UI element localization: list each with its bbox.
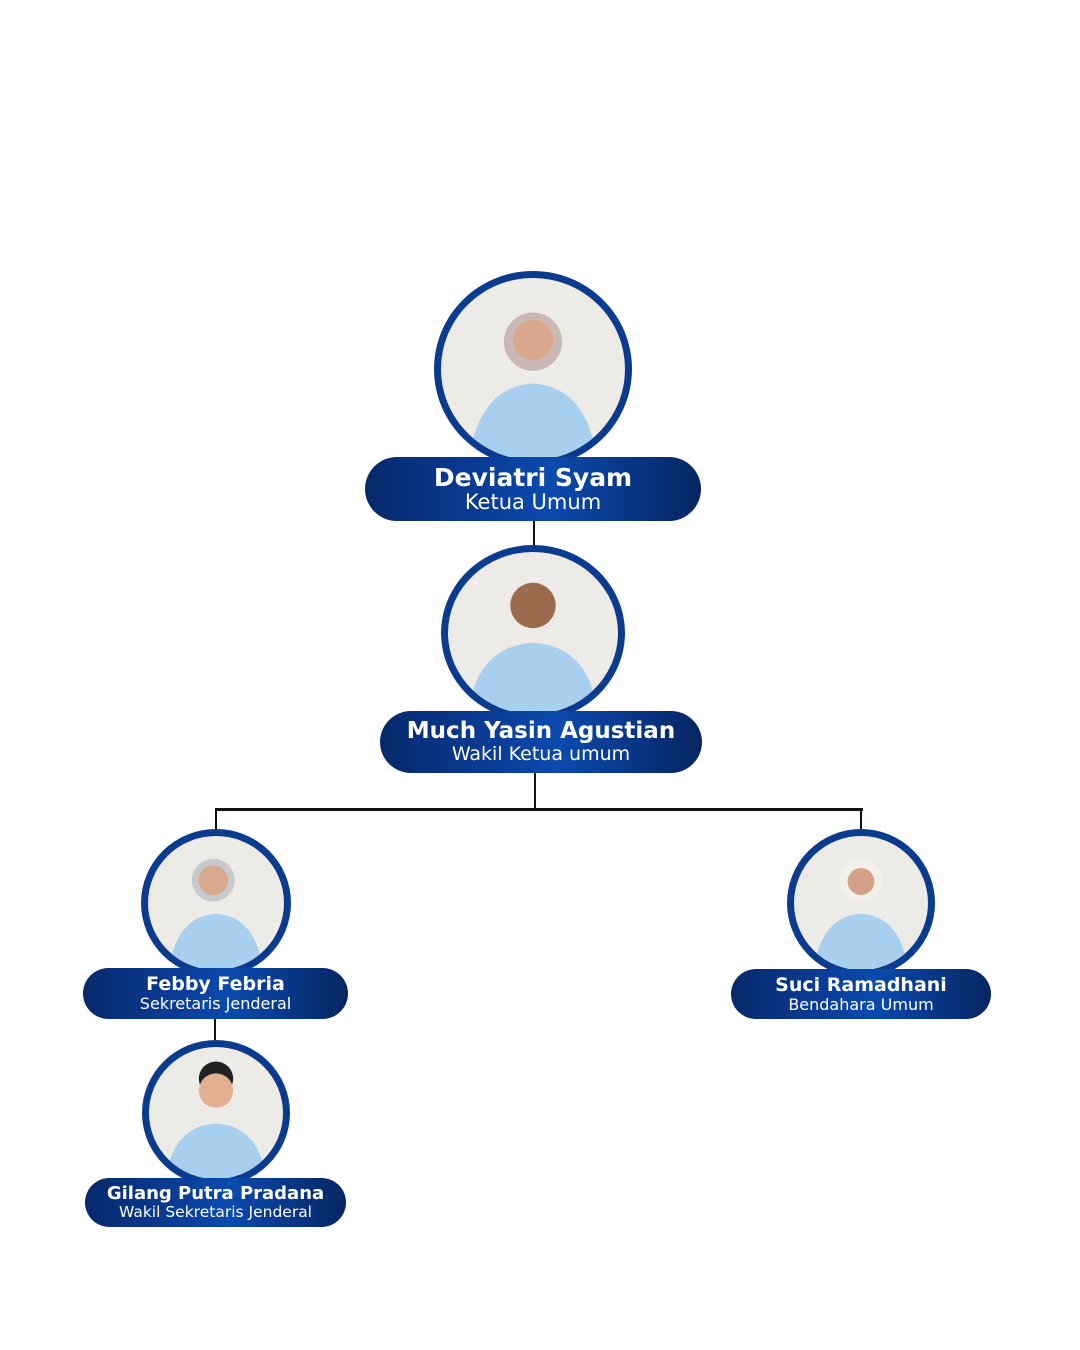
connector-line xyxy=(533,520,535,548)
member-photo-wakil-sekretaris-jenderal xyxy=(142,1040,290,1186)
member-card-sekretaris-jenderal: Febby Febria Sekretaris Jenderal xyxy=(83,968,348,1019)
member-photo-sekretaris-jenderal xyxy=(141,829,291,977)
member-name: Much Yasin Agustian xyxy=(406,717,676,744)
member-role: Ketua Umum xyxy=(464,490,602,515)
member-card-wakil-ketua-umum: Much Yasin Agustian Wakil Ketua umum xyxy=(380,711,702,773)
member-role: Sekretaris Jenderal xyxy=(139,994,292,1014)
connector-line xyxy=(214,1018,216,1044)
member-photo-ketua-umum xyxy=(434,271,632,467)
connector-line xyxy=(534,772,536,810)
member-card-ketua-umum: Deviatri Syam Ketua Umum xyxy=(365,457,701,521)
connector-line xyxy=(215,808,863,811)
connector-line xyxy=(215,808,217,832)
member-role: Bendahara Umum xyxy=(788,994,934,1014)
connector-line xyxy=(860,808,862,832)
member-name: Gilang Putra Pradana xyxy=(106,1183,325,1205)
member-name: Febby Febria xyxy=(146,973,285,996)
member-name: Deviatri Syam xyxy=(433,462,633,492)
member-card-wakil-sekretaris-jenderal: Gilang Putra Pradana Wakil Sekretaris Je… xyxy=(85,1178,346,1227)
member-photo-bendahara-umum xyxy=(787,829,935,977)
member-photo-wakil-ketua-umum xyxy=(441,545,625,721)
member-role: Wakil Ketua umum xyxy=(451,743,631,766)
member-role: Wakil Sekretaris Jenderal xyxy=(118,1202,312,1221)
member-name: Suci Ramadhani xyxy=(775,973,947,996)
member-card-bendahara-umum: Suci Ramadhani Bendahara Umum xyxy=(731,969,991,1019)
